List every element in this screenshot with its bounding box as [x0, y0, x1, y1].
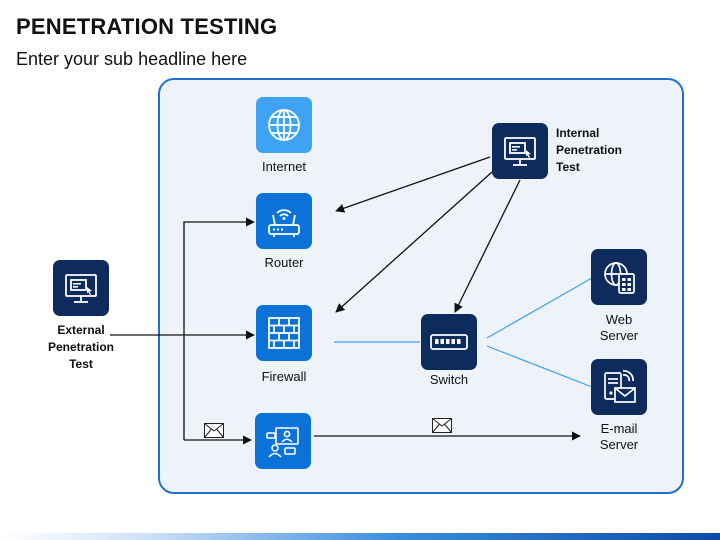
firewall-label: Firewall — [261, 369, 307, 384]
router-label: Router — [264, 255, 304, 270]
client-node — [255, 413, 311, 469]
monitor-icon — [65, 274, 97, 303]
arrow-internal-to-switch — [454, 179, 521, 313]
footer-bar — [0, 533, 720, 540]
router-node — [256, 193, 312, 249]
router-icon — [268, 209, 300, 237]
internal-test-node — [492, 123, 548, 179]
internet-node — [256, 97, 312, 153]
envelope-icon — [432, 418, 452, 433]
page-title: PENETRATION TESTING — [16, 14, 278, 39]
switch-node — [421, 314, 477, 370]
firewall-node — [256, 305, 312, 361]
brick-wall-icon — [268, 317, 300, 349]
envelope-icon — [204, 423, 224, 438]
network-switch-icon — [430, 334, 468, 350]
arrow-branch-to-router — [183, 217, 255, 440]
page-subtitle: Enter your sub headline here — [16, 49, 248, 69]
internet-label: Internet — [261, 159, 307, 174]
web-server-node — [591, 249, 647, 305]
switch-label: Switch — [429, 372, 469, 387]
monitor-icon — [504, 137, 536, 166]
email-server-node — [591, 359, 647, 415]
email-server-label: E-mail Server — [599, 421, 639, 452]
video-conference-icon — [266, 427, 299, 458]
arrow-internal-to-firewall — [335, 171, 493, 313]
external-test-node — [53, 260, 109, 316]
arrow-internal-to-router — [335, 156, 491, 213]
internal-test-label: Internal Penetration Test — [556, 126, 623, 174]
external-test-label: External Penetration Test — [47, 323, 114, 371]
link-switch-to-web-server — [486, 277, 593, 339]
web-server-label: Web Server — [599, 312, 639, 343]
email-server-icon — [604, 370, 636, 403]
globe-icon — [268, 109, 300, 141]
link-switch-to-email-server — [486, 345, 593, 388]
web-server-icon — [604, 262, 635, 294]
